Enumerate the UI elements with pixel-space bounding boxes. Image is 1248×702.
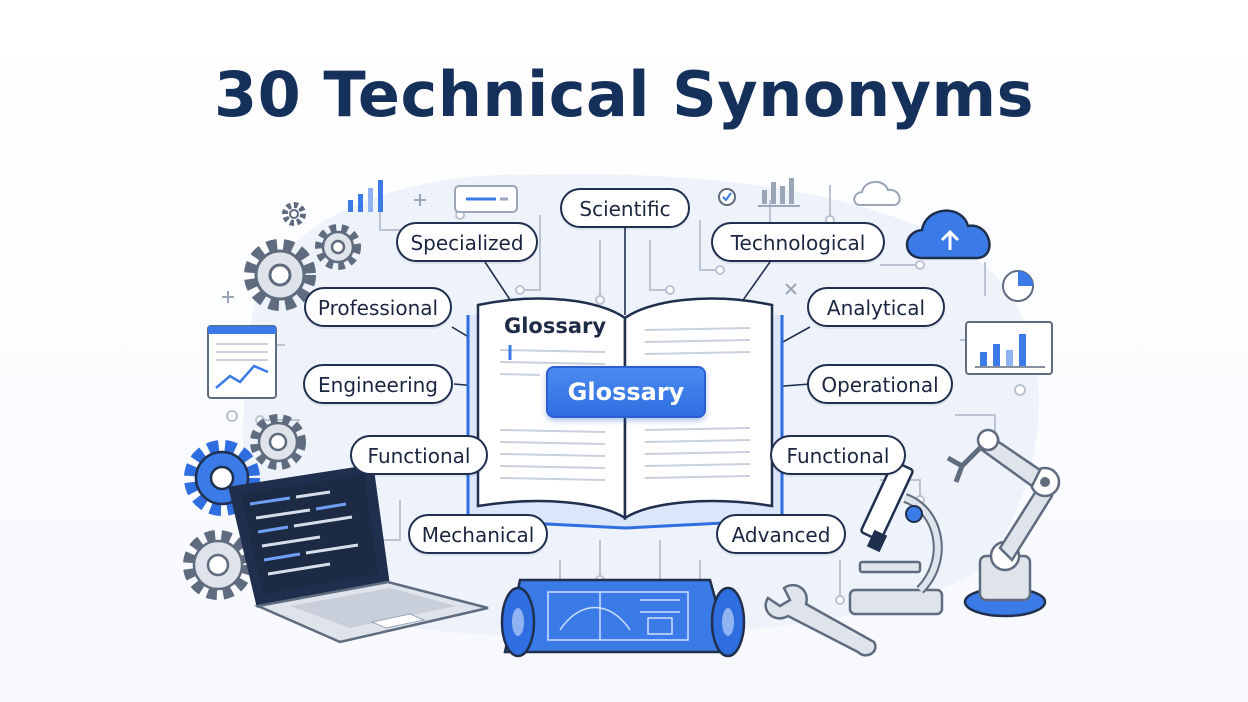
pie-chart-icon [984, 262, 1034, 302]
gear-icon [244, 239, 316, 311]
term-analytical: Analytical [807, 287, 945, 327]
term-scientific: Scientific [560, 188, 690, 228]
term-professional: Professional [304, 287, 452, 327]
bar-chart-icon [348, 180, 383, 212]
gear-icon [250, 414, 306, 470]
page-title: 30 Technical Synonyms [213, 58, 1035, 131]
term-advanced: Advanced [716, 514, 846, 554]
wrench-icon [764, 583, 877, 657]
microscope-icon [848, 460, 944, 616]
term-mechanical: Mechanical [408, 514, 548, 554]
gear-icon [282, 202, 306, 226]
book-glossary-label: Glossary [503, 314, 607, 338]
gear-icon [183, 530, 253, 600]
bar-chart-window-icon [965, 321, 1053, 375]
term-operational: Operational [807, 364, 953, 404]
term-functional-right: Functional [770, 435, 906, 475]
plus-icon [222, 194, 426, 303]
robot-arm-icon [946, 428, 1061, 618]
gear-icon [315, 224, 361, 270]
glossary-highlight: Glossary [546, 366, 706, 418]
term-technological: Technological [711, 222, 885, 262]
blueprint-icon [500, 578, 746, 658]
laptop-code-icon [228, 464, 489, 644]
cloud-icon [853, 181, 901, 206]
term-engineering: Engineering [303, 364, 453, 404]
checkmark-icon [718, 188, 736, 206]
term-functional-left: Functional [350, 435, 488, 475]
chat-bubble-icon [454, 185, 518, 213]
cloud-upload-icon [905, 209, 991, 260]
term-specialized: Specialized [396, 222, 538, 262]
bar-chart-icon [758, 178, 800, 207]
line-chart-window-icon [207, 325, 277, 399]
close-icon [785, 283, 797, 295]
